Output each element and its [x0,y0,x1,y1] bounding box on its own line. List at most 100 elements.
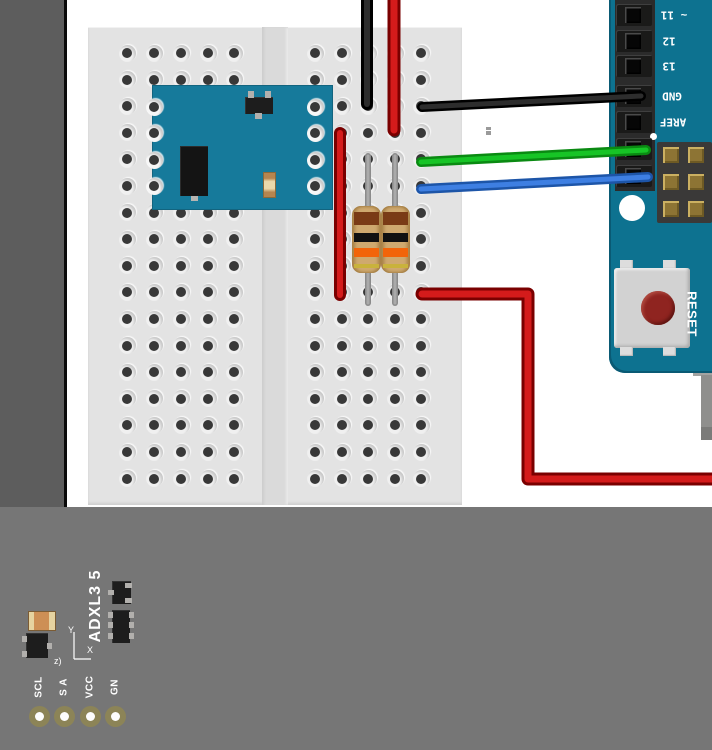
breadboard-hole [172,257,190,275]
breadboard-hole [306,363,324,381]
breakout-pin-label-gnd: GN [109,679,121,695]
breadboard-hole [359,363,377,381]
breadboard-hole [172,337,190,355]
breadboard-hole [412,283,430,301]
breadboard-hole [412,470,430,488]
resistor-band-brown [383,212,408,225]
breadboard-hole [386,97,404,115]
breadboard-hole [172,44,190,62]
module-sot23-transistor[interactable] [245,97,273,114]
module-capacitor[interactable] [263,172,276,198]
resistor-band-black [354,233,379,242]
breadboard-hole [412,390,430,408]
breakout-pin-label-vcc: VCC [84,675,96,699]
breakout-sot23-left[interactable] [26,633,48,658]
breadboard-hole [386,363,404,381]
breadboard-hole [412,363,430,381]
breadboard-hole [118,416,136,434]
breadboard-hole [199,416,217,434]
breadboard-hole [306,230,324,248]
breadboard-hole [306,470,324,488]
reset-label: RESET [684,291,700,337]
breadboard-hole [118,283,136,301]
breadboard-hole [225,337,243,355]
resistor-2[interactable] [381,206,410,273]
breadboard-hole [199,390,217,408]
breadboard-hole [333,443,351,461]
pin-label-12: 12 [662,34,676,48]
mounting-hole [619,195,645,221]
module-hole [145,98,163,116]
breadboard-hole [199,337,217,355]
breadboard-hole [412,124,430,142]
breadboard-hole [145,71,163,89]
breadboard-hole [145,363,163,381]
header-pin [616,30,652,52]
module-ic-pin1-tab [191,196,198,201]
breadboard-hole [386,337,404,355]
breadboard-hole [412,97,430,115]
resistor-band-gold [354,264,379,268]
breadboard-hole [118,257,136,275]
breadboard-hole [359,150,377,168]
breadboard-hole [225,470,243,488]
breadboard-hole [172,416,190,434]
breakout-pad-scl[interactable] [29,706,50,727]
breadboard-hole [118,443,136,461]
breadboard-hole [145,416,163,434]
breadboard-hole [359,416,377,434]
breadboard-hole [118,97,136,115]
module-hole [145,124,163,142]
module-hole [306,124,324,142]
breadboard-hole [145,283,163,301]
resistor-1[interactable] [352,206,381,273]
breadboard-hole [333,390,351,408]
breadboard-hole [333,257,351,275]
reset-button-tab [620,260,633,269]
breadboard-hole [386,44,404,62]
breadboard-hole [118,363,136,381]
breadboard-hole [225,363,243,381]
breadboard-hole [333,337,351,355]
breadboard-hole [333,150,351,168]
breadboard-hole [333,310,351,328]
breadboard-hole [412,150,430,168]
reset-button-tab [663,260,676,269]
breadboard-hole [172,283,190,301]
resistor-band-black [383,233,408,242]
header-pin [616,55,652,77]
breadboard-hole [225,390,243,408]
breadboard-hole [199,363,217,381]
icsp-pin [688,201,704,217]
breadboard-hole [412,310,430,328]
connector-stub-pin [701,375,712,427]
breadboard-hole [306,44,324,62]
ic6-pad [108,622,113,628]
breadboard-hole [386,470,404,488]
reset-button-cap[interactable] [641,291,675,325]
breakout-ic6[interactable] [112,610,130,643]
module-ic-chip[interactable] [180,146,208,196]
breadboard-hole [359,124,377,142]
resistor-band-gold [383,264,408,268]
breadboard-hole [225,44,243,62]
breadboard-hole [199,310,217,328]
breadboard-hole [333,124,351,142]
breadboard-hole [333,177,351,195]
breakout-pad-vcc[interactable] [80,706,101,727]
breadboard-hole [306,443,324,461]
breakout-capacitor[interactable] [28,611,56,631]
breadboard-hole [333,283,351,301]
breadboard-hole [333,416,351,434]
breadboard-hole [118,390,136,408]
breakout-pad-gnd[interactable] [105,706,126,727]
breadboard-hole [359,443,377,461]
breadboard-hole [199,71,217,89]
breadboard-hole [118,177,136,195]
breadboard-hole [199,230,217,248]
sot23-pad [255,113,262,119]
breakout-pad-sda[interactable] [54,706,75,727]
header-pin [616,138,652,160]
breadboard-hole [145,470,163,488]
